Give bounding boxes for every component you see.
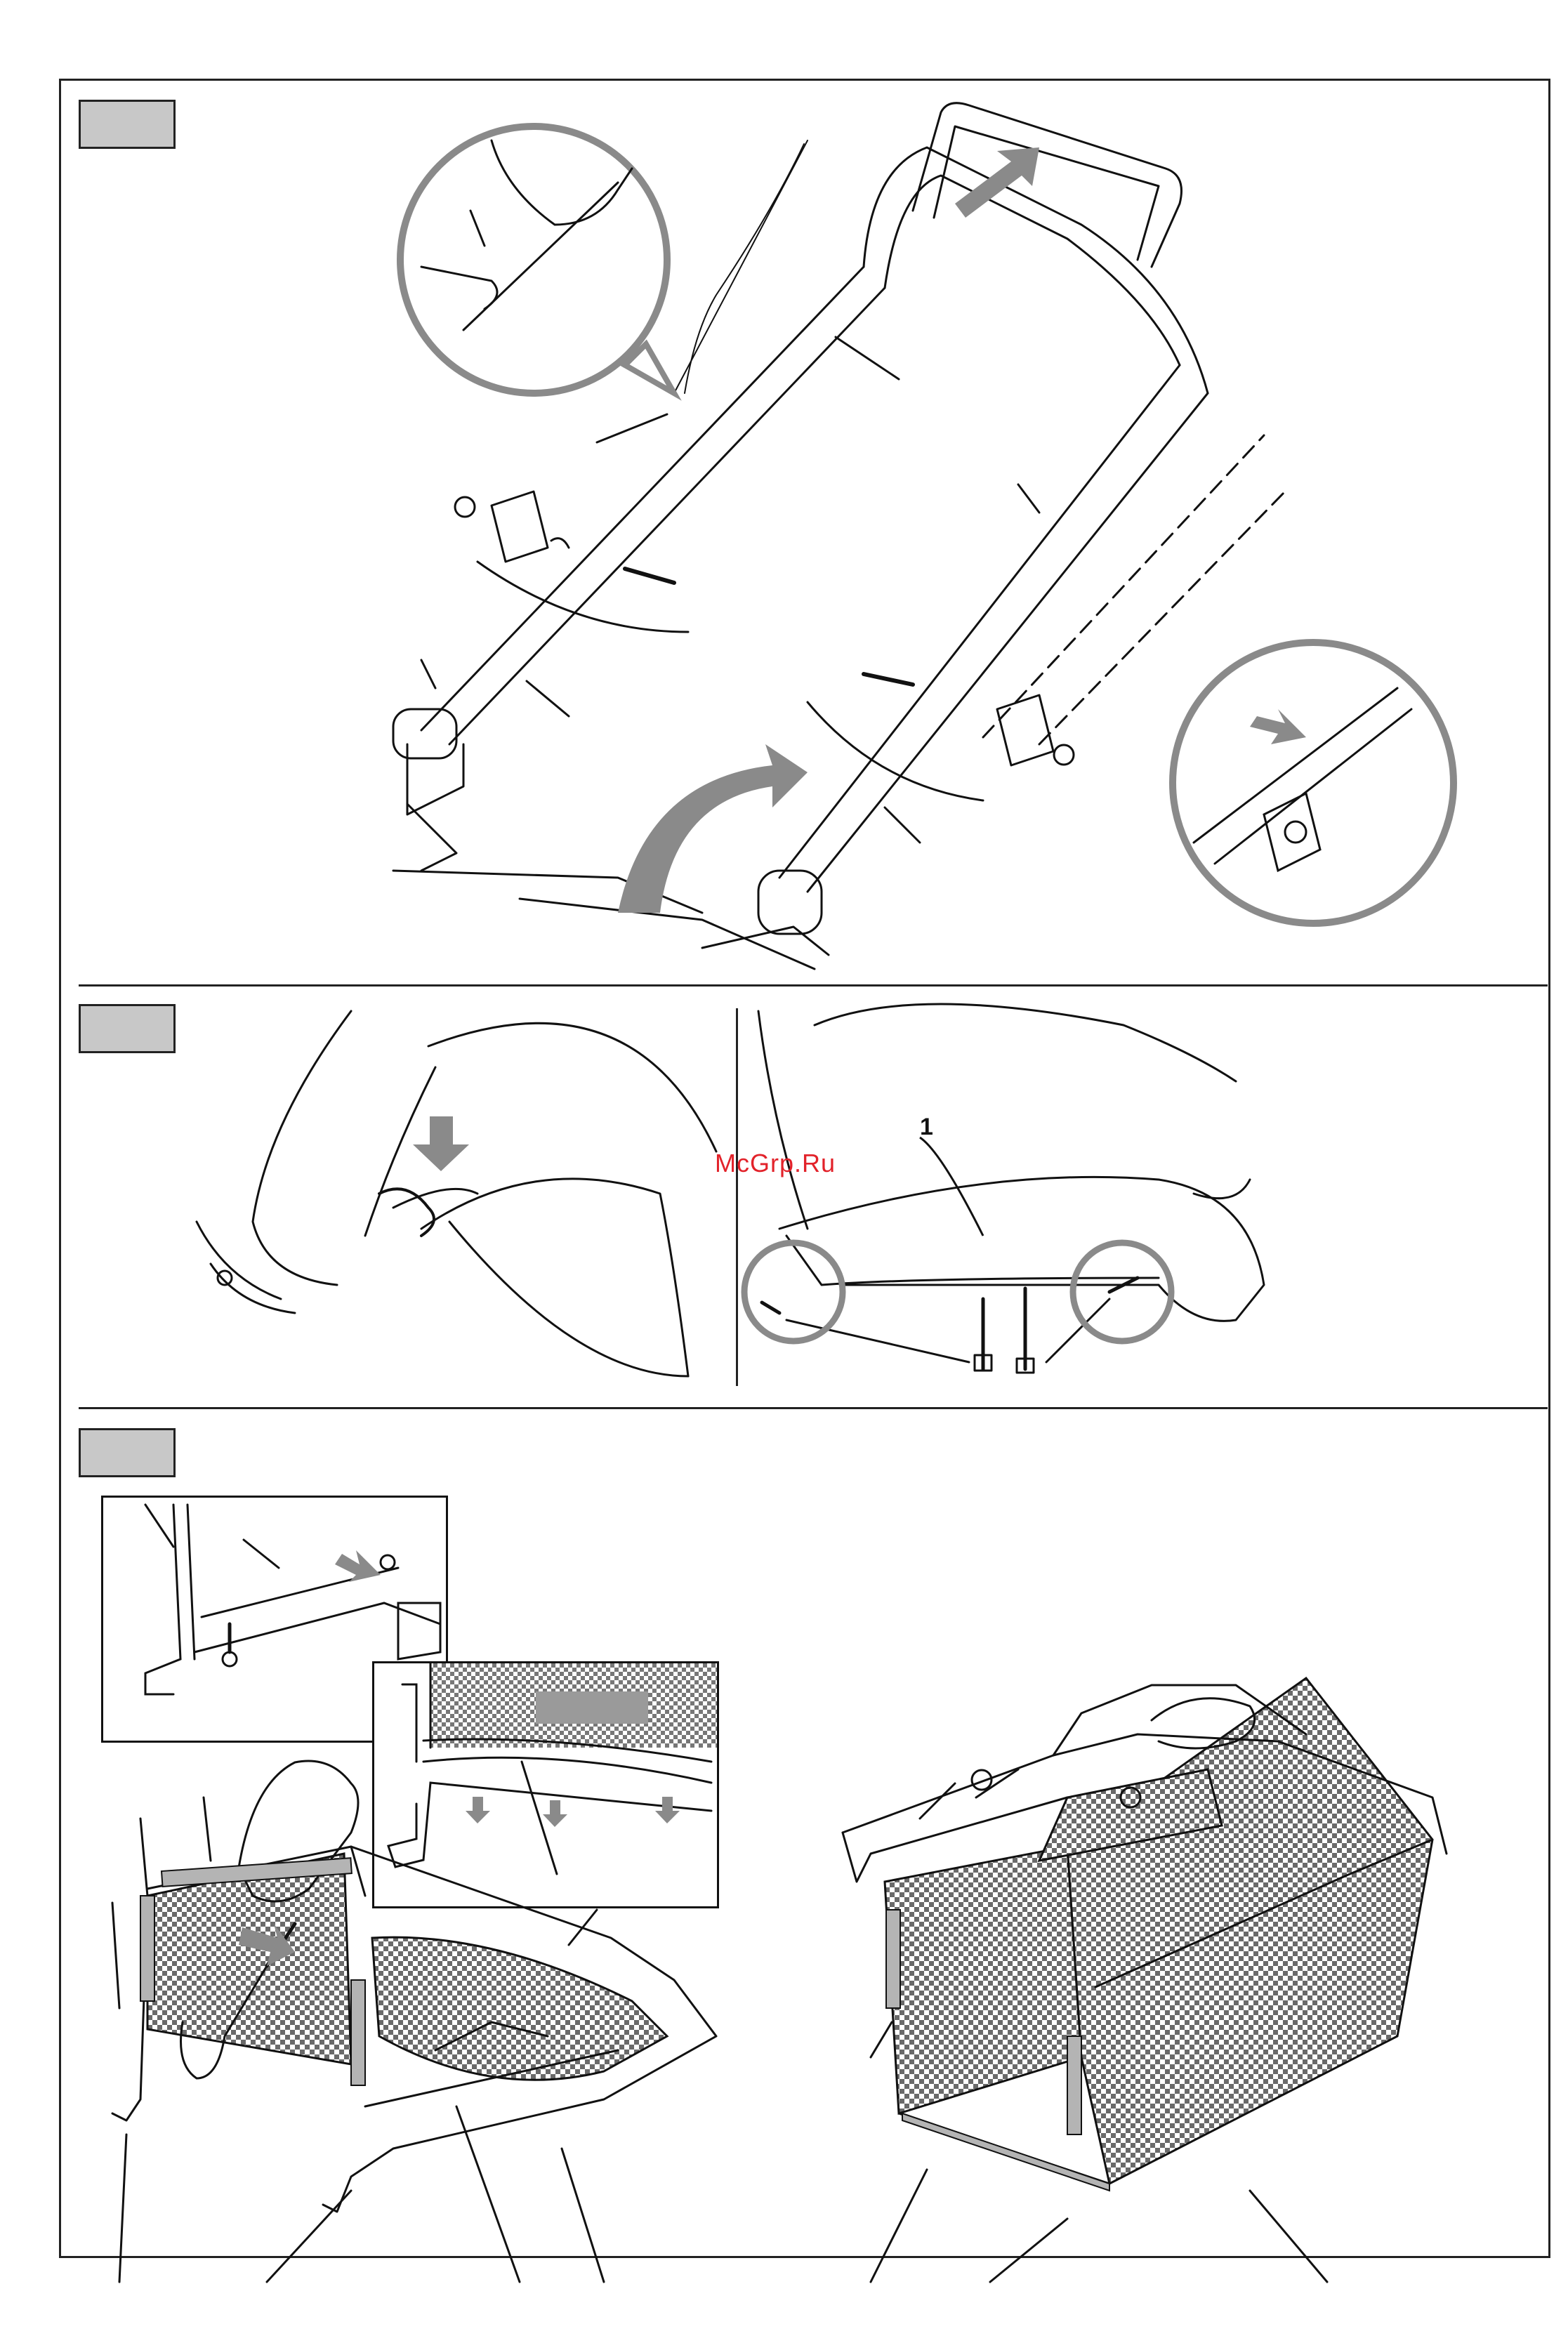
rotate-handle-arrow-icon — [618, 744, 808, 913]
handle-assembly-illustration — [0, 0, 1568, 983]
panel-divider-2 — [79, 1407, 1548, 1409]
watermark: McGrp.Ru — [715, 1149, 836, 1178]
left-bolt — [625, 569, 674, 583]
step-3-label-box — [79, 1428, 176, 1477]
left-handle-knob-exploded — [492, 491, 548, 562]
right-handle-knob-exploded — [997, 695, 1053, 765]
callout-part-1: 1 — [920, 1114, 933, 1141]
magnifier-circle-icon — [400, 126, 667, 393]
left-nut — [455, 497, 475, 517]
step-2-label-box — [79, 1004, 176, 1053]
slide-arrow-icon — [335, 1550, 381, 1582]
panel-divider-1 — [79, 984, 1548, 986]
magnifier-circle-right-icon — [1173, 642, 1454, 923]
right-clamp-knob — [758, 871, 822, 934]
pull-up-arrow-icon — [955, 147, 1039, 218]
right-bolt — [864, 674, 913, 685]
panel-2-vertical-divider — [736, 1008, 738, 1386]
right-nut — [1054, 745, 1074, 765]
bag-seam-detail-inset — [372, 1661, 719, 1908]
left-clamp-knob — [393, 709, 456, 758]
